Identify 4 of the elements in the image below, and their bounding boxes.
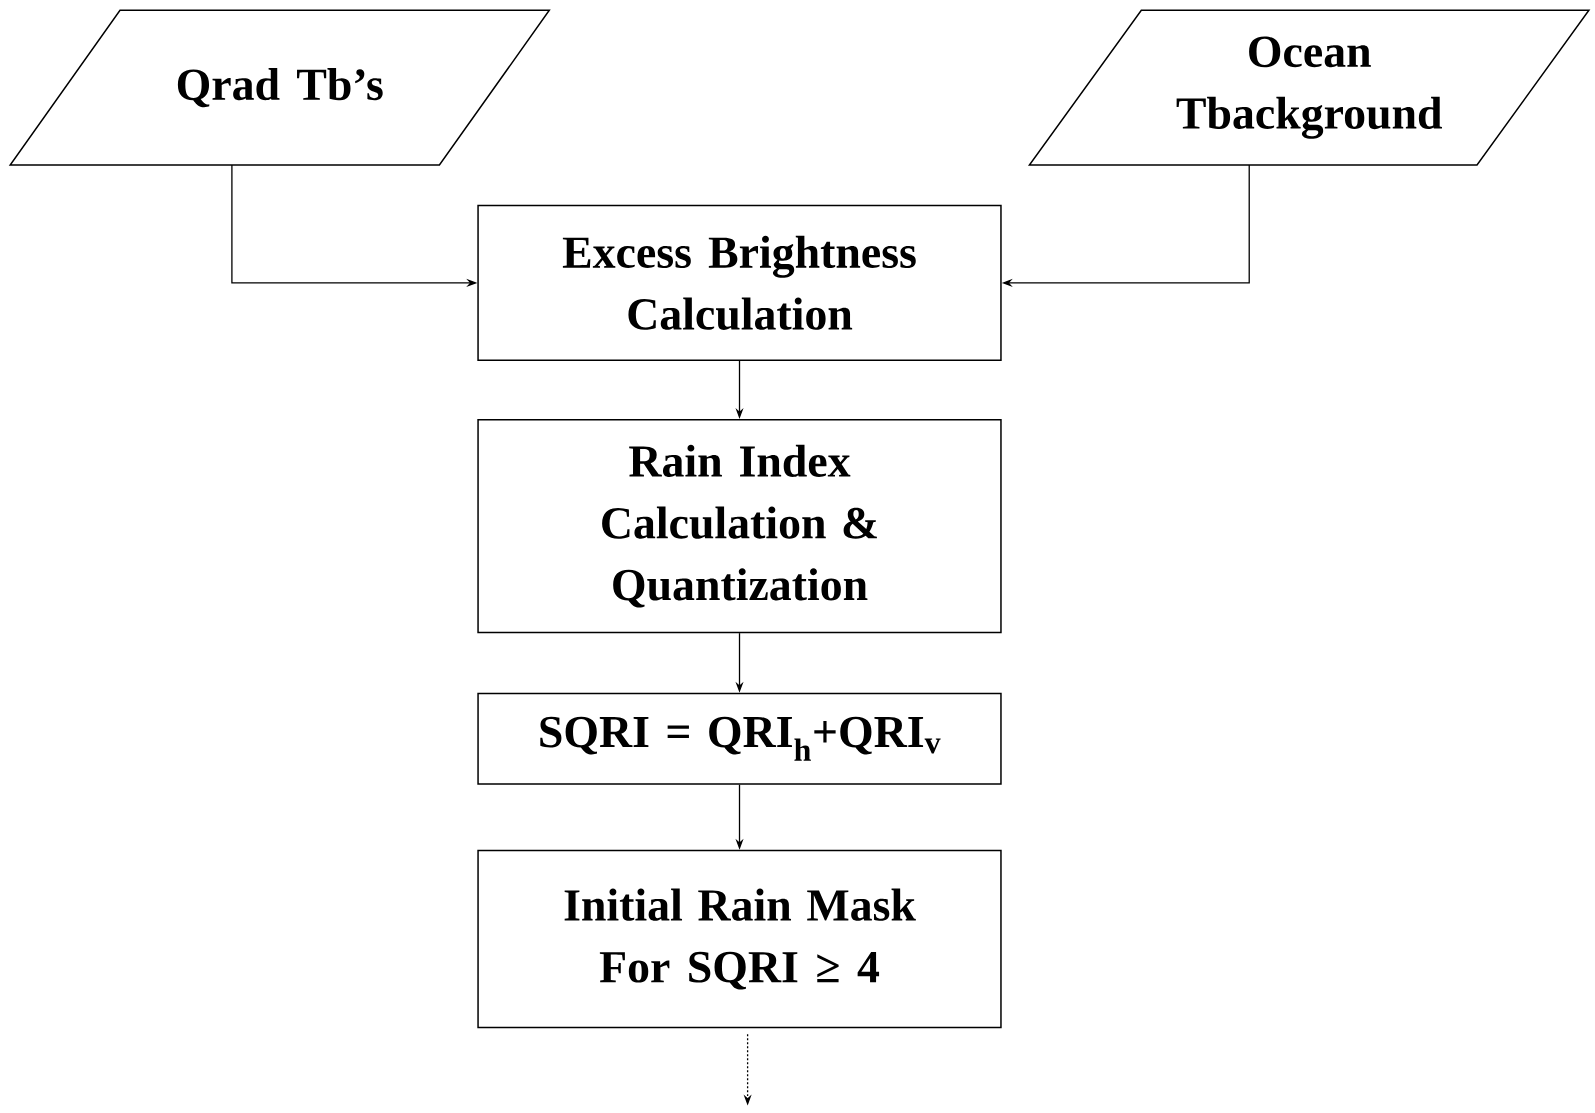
process-box: Excess Brightness Calculation: [477, 204, 1002, 361]
process-box: Rain Index Calculation & Quantization: [477, 419, 1002, 634]
process-box: SQRI = QRI$_{h}$+QRI$_{v}$: [477, 692, 1002, 785]
process-box: Initial Rain Mask For SQRI ≥ 4: [477, 849, 1002, 1029]
